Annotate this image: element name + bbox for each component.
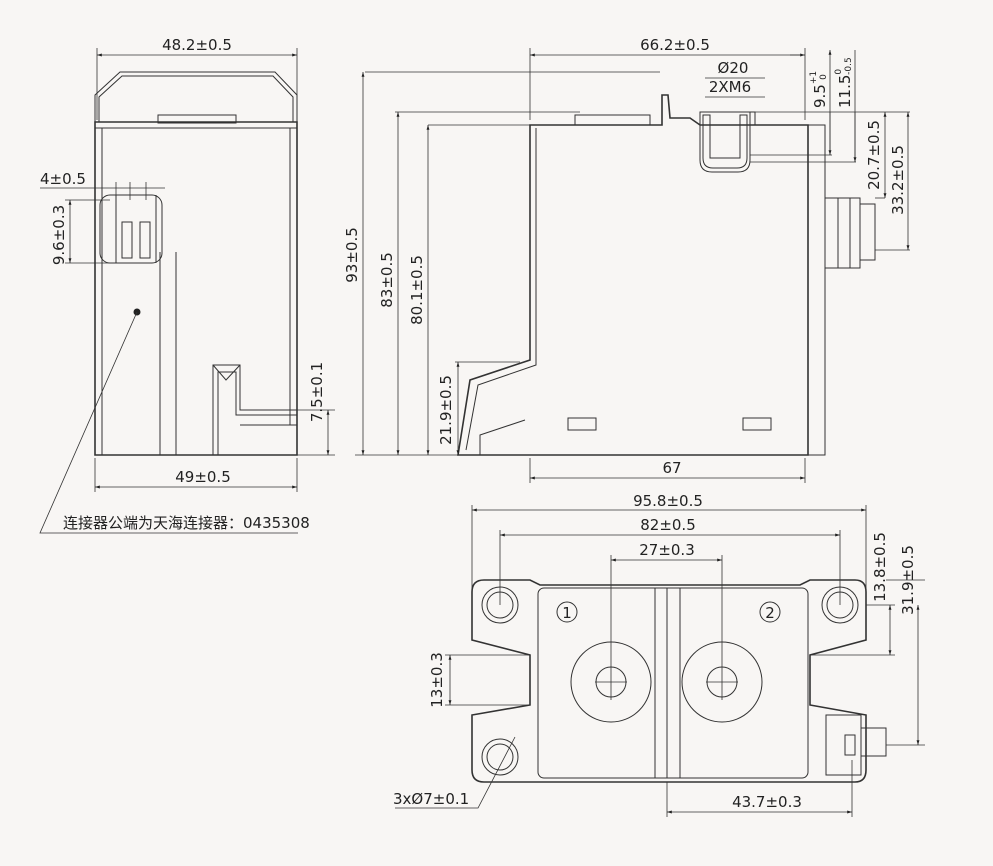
dim-terminal-height-a: 9.5+10 — [809, 71, 829, 108]
dim-terminal-height-b: 11.50-0.5 — [834, 57, 854, 108]
dim-height-total: 93±0.5 — [343, 227, 361, 283]
dim-hole-offset: 13.8±0.5 — [871, 532, 889, 602]
dim-foot-height: 7.5±0.1 — [308, 362, 326, 422]
dim-slot-width: 4±0.5 — [40, 170, 86, 188]
terminal-2-marker — [759, 601, 781, 623]
dim-bore: Ø20 — [718, 59, 749, 77]
terminal-1-label: 1 — [562, 604, 572, 622]
dim-slot-height: 9.6±0.3 — [50, 205, 68, 265]
dim-front-width-bottom: 67 — [662, 459, 681, 477]
top-view: 1 2 95.8±0.5 82±0.5 27±0.3 13.8±0.5 31.9… — [393, 492, 925, 817]
dim-side-width-bottom: 49±0.5 — [175, 468, 231, 486]
dim-height-inner: 80.1±0.5 — [408, 255, 426, 325]
terminal-2-label: 2 — [765, 604, 775, 622]
dim-height-step: 21.9±0.5 — [437, 375, 455, 445]
dim-front-width-top: 66.2±0.5 — [640, 36, 710, 54]
side-view: 连接器公端为天海连接器：0435308 48.2±0.5 4±0.5 9.6±0… — [39, 36, 335, 534]
dim-total-width: 95.8±0.5 — [633, 492, 703, 510]
dim-connector-distance: 43.7±0.3 — [732, 793, 802, 811]
dim-holes: 3xØ7±0.1 — [393, 790, 469, 808]
dim-slot-width: 13±0.3 — [428, 652, 446, 708]
dim-connector-offset: 31.9±0.5 — [899, 545, 917, 615]
dim-thread: 2XM6 — [709, 78, 751, 96]
terminal-1-marker — [556, 601, 578, 623]
dim-height-body: 83±0.5 — [378, 252, 396, 308]
dim-connector-top: 20.7±0.5 — [865, 120, 883, 190]
dim-connector-bottom: 33.2±0.5 — [889, 145, 907, 215]
dim-hole-pitch: 82±0.5 — [640, 516, 696, 534]
front-view: 66.2±0.5 Ø20 2XM6 93±0.5 83±0.5 80.1±0.5… — [343, 36, 910, 483]
dim-terminal-pitch: 27±0.3 — [639, 541, 695, 559]
connector-note: 连接器公端为天海连接器：0435308 — [63, 514, 310, 532]
dim-side-width-top: 48.2±0.5 — [162, 36, 232, 54]
